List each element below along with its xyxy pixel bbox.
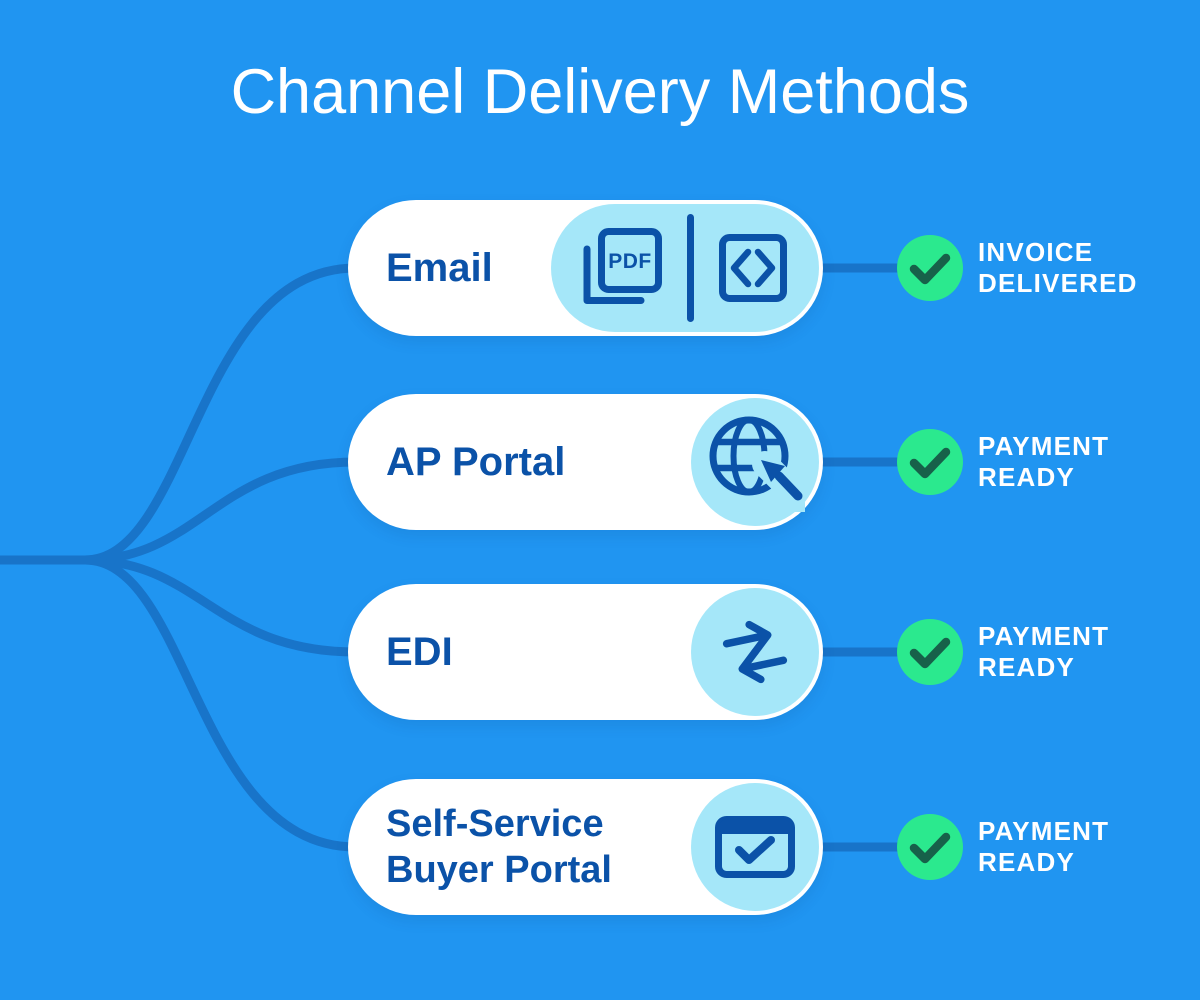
channel-row-edi: EDI PAYMENT READY xyxy=(0,584,1200,720)
status-label: PAYMENT READY xyxy=(978,621,1109,683)
buyer-portal-label-line-1: Self-Service xyxy=(386,803,604,845)
icon-divider xyxy=(687,214,694,322)
edi-pill: EDI xyxy=(348,584,823,720)
email-label: Email xyxy=(386,246,493,290)
status-line-1: PAYMENT xyxy=(978,816,1110,846)
buyer-portal-label-line-2: Buyer Portal xyxy=(386,849,612,891)
email-pill: Email PDF xyxy=(348,200,823,336)
pointer-head xyxy=(761,460,785,482)
check-circle-icon xyxy=(897,429,963,495)
status-line-2: READY xyxy=(978,462,1076,492)
check-mark xyxy=(909,447,951,479)
code-chevron-left xyxy=(730,248,752,288)
code-icon xyxy=(719,234,787,302)
status-label: INVOICE DELIVERED xyxy=(978,237,1138,299)
pdf-document-icon: PDF xyxy=(583,228,662,304)
check-mark xyxy=(909,253,951,285)
status-line-1: PAYMENT xyxy=(978,431,1110,461)
pdf-icon-text: PDF xyxy=(608,250,652,273)
email-icon-area: PDF xyxy=(551,204,819,332)
status-badge-email: INVOICE DELIVERED xyxy=(897,235,1138,301)
check-circle-bg xyxy=(897,429,963,495)
branch-line-edi xyxy=(0,555,361,657)
branch-line-buyer-portal xyxy=(0,555,361,852)
check-circle-bg xyxy=(897,619,963,685)
status-badge-edi: PAYMENT READY xyxy=(897,619,1109,685)
channel-row-ap-portal: AP Portal PAYMENT READY xyxy=(0,394,1200,530)
check-mark xyxy=(909,832,951,864)
status-badge-ap-portal: PAYMENT READY xyxy=(897,429,1109,495)
check-circle-icon xyxy=(897,619,963,685)
check-circle-icon xyxy=(897,814,963,880)
status-label: PAYMENT READY xyxy=(978,816,1109,878)
ap-portal-label: AP Portal xyxy=(386,440,566,484)
swap-arrows-icon xyxy=(722,620,788,684)
status-badge-buyer-portal: PAYMENT READY xyxy=(897,814,1109,880)
code-frame xyxy=(719,234,787,302)
buyer-portal-icon-area xyxy=(691,783,819,911)
pdf-back-page xyxy=(583,245,645,304)
ap-portal-icon-area xyxy=(691,398,819,526)
branch-line-email xyxy=(0,263,361,565)
status-label: PAYMENT READY xyxy=(978,431,1109,493)
swap-arrows-group xyxy=(722,620,788,684)
edi-label: EDI xyxy=(386,630,453,674)
pdf-front-page xyxy=(598,228,662,293)
arrow-right-head xyxy=(745,620,772,656)
channel-row-email: Email PDF INVOICE xyxy=(0,200,1200,336)
arrow-left-head xyxy=(738,648,765,684)
check-circle-icon xyxy=(897,235,963,301)
status-line-2: READY xyxy=(978,652,1076,682)
check-mark xyxy=(909,637,951,669)
browser-check-mark xyxy=(735,836,775,864)
arrow-right-shaft xyxy=(722,632,768,648)
edi-icon-area xyxy=(691,588,819,716)
status-line-1: INVOICE xyxy=(978,237,1094,267)
status-line-2: READY xyxy=(978,847,1076,877)
ap-portal-pill: AP Portal xyxy=(348,394,823,530)
check-circle-bg xyxy=(897,235,963,301)
pointer-shaft xyxy=(774,471,803,501)
check-circle-bg xyxy=(897,814,963,880)
browser-check-icon xyxy=(715,816,795,878)
code-chevron-right xyxy=(754,248,776,288)
status-line-2: DELIVERED xyxy=(978,268,1138,298)
page-title: Channel Delivery Methods xyxy=(230,57,970,127)
status-line-1: PAYMENT xyxy=(978,621,1110,651)
buyer-portal-pill: Self-Service Buyer Portal xyxy=(348,779,823,915)
buyer-portal-label: Self-Service Buyer Portal xyxy=(386,779,612,915)
channel-row-buyer-portal: Self-Service Buyer Portal PAYMENT READY xyxy=(0,779,1200,915)
arrow-left-shaft xyxy=(742,656,788,672)
browser-top-bar xyxy=(718,819,792,834)
globe-pointer-icon xyxy=(709,416,805,512)
